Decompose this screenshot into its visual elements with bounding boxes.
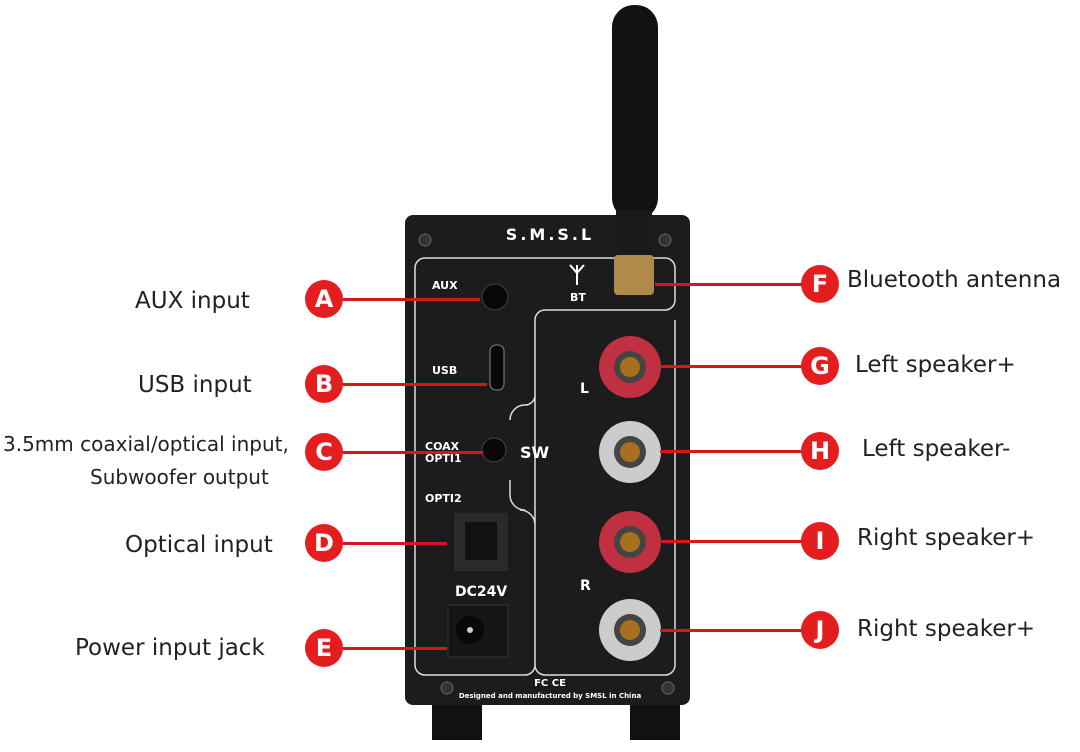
callout-e-badge: E [305,629,343,667]
svg-text:FC CE: FC CE [534,678,566,689]
callout-d-badge: D [305,524,343,562]
aux-input-label: AUX input [135,288,250,314]
aux-jack [481,283,509,311]
left-speaker-plus-label: Left speaker+ [855,352,1016,378]
coax-optical-input-label: 3.5mm coaxial/optical input, [3,432,289,456]
coax-jack [481,437,507,463]
callout-g-badge: G [801,347,839,385]
power-input-jack-label: Power input jack [75,635,265,661]
svg-text:COAX: COAX [425,440,460,453]
bluetooth-antenna-label: Bluetooth antenna [847,267,1062,293]
callout-a-badge: A [305,280,343,318]
subwoofer-output-label: Subwoofer output [90,465,269,489]
callout-b-badge: B [305,365,343,403]
right-speaker-minus-label: Right speaker+ [857,616,1036,642]
left-speaker-minus-label: Left speaker- [862,436,1011,462]
svg-text:AUX: AUX [432,279,458,292]
svg-text:DC24V: DC24V [455,584,507,600]
callout-c-badge: C [305,433,343,471]
optical-input-label: Optical input [125,532,273,558]
svg-text:L: L [580,381,589,397]
callout-f-badge: F [801,265,839,303]
svg-text:USB: USB [432,364,457,377]
foot-right [630,700,680,740]
foot-left [432,700,482,740]
antenna-symbol-icon [569,264,585,285]
svg-text:OPTI1: OPTI1 [425,452,462,465]
svg-text:Designed and manufactured by S: Designed and manufactured by SMSL in Chi… [459,692,642,700]
svg-text:BT: BT [570,291,586,304]
callout-h-badge: H [801,432,839,470]
device-body [405,215,690,705]
usb-input-label: USB input [138,372,252,398]
right-speaker-plus-label: Right speaker+ [857,525,1036,551]
brand-logo: S.M.S.L [506,225,594,244]
bluetooth-antenna [612,5,658,295]
panel-outline [414,257,676,676]
svg-text:R: R [580,578,591,594]
svg-text:OPTI2: OPTI2 [425,492,462,505]
speaker-terminals [599,336,661,661]
callout-j-badge: J [801,611,839,649]
usb-port [489,344,505,391]
callout-i-badge: I [801,522,839,560]
svg-text:SW: SW [520,443,550,462]
